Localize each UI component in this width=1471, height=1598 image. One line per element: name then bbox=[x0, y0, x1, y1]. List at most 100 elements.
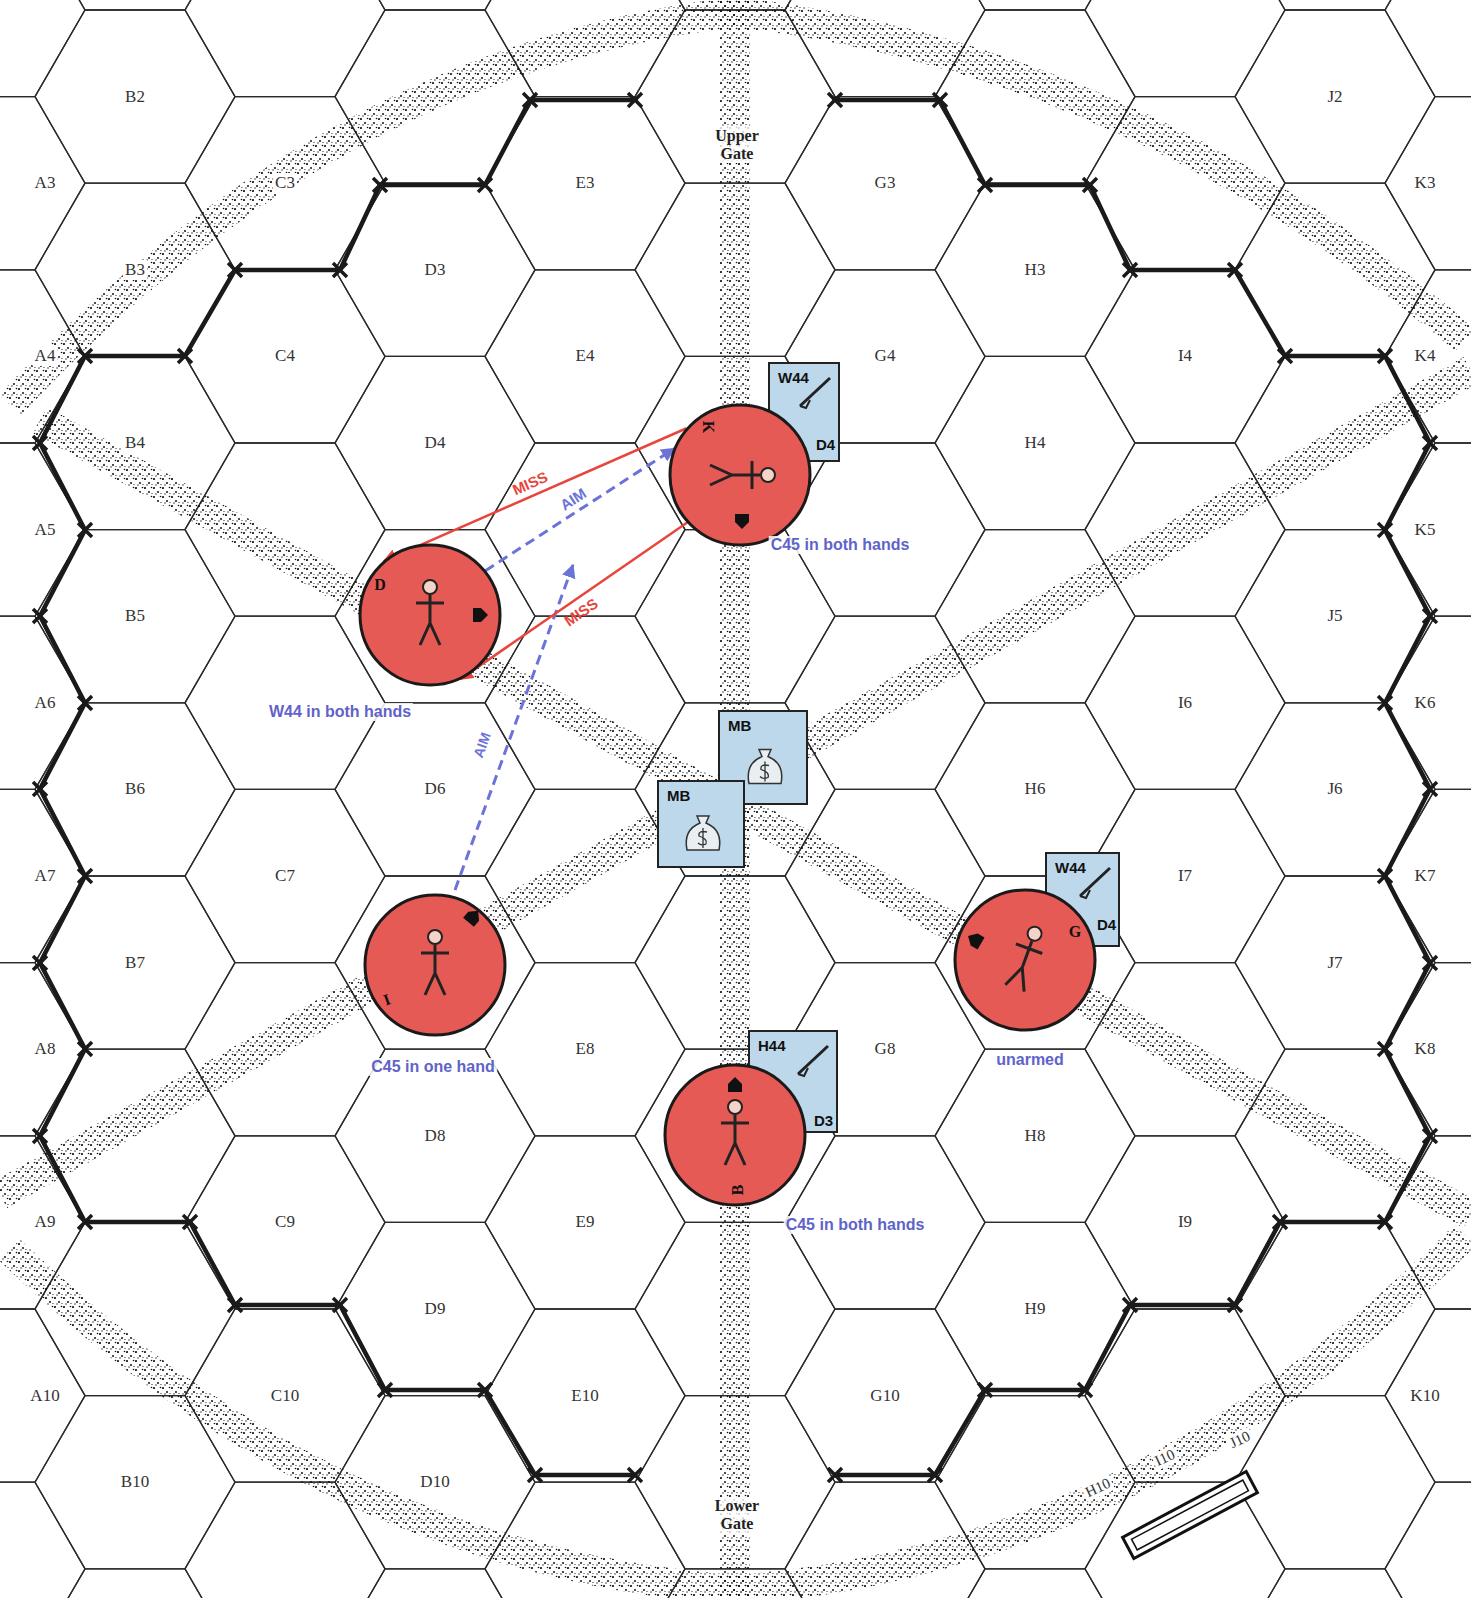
hex-number: D10 bbox=[418, 1472, 451, 1492]
hex-cell bbox=[35, 10, 235, 183]
hex-cell bbox=[1235, 0, 1435, 10]
wall-post bbox=[333, 1298, 347, 1312]
wall-post bbox=[33, 436, 47, 450]
hex-cell bbox=[785, 97, 985, 270]
counter-letter: B bbox=[729, 1185, 747, 1196]
hex-cell bbox=[1235, 10, 1435, 183]
shot-label: MISS bbox=[561, 594, 601, 629]
hex-number: D4 bbox=[423, 433, 448, 453]
wall-post bbox=[78, 523, 92, 537]
hex-number: J2 bbox=[1325, 87, 1344, 107]
road bbox=[735, 12, 1465, 340]
hex-cell bbox=[485, 270, 685, 443]
wall-post bbox=[373, 178, 387, 192]
hex-cell bbox=[935, 1569, 1135, 1598]
hex-cell bbox=[485, 443, 685, 616]
wall-post bbox=[1273, 1215, 1287, 1229]
shot-line bbox=[384, 428, 687, 561]
counter-outline bbox=[365, 895, 505, 1035]
wall-post bbox=[33, 956, 47, 970]
wall bbox=[40, 100, 635, 1475]
building bbox=[1123, 1472, 1258, 1559]
hex-cell bbox=[335, 0, 535, 10]
hex-number: B3 bbox=[123, 260, 147, 280]
hex-number: B2 bbox=[123, 87, 147, 107]
hex-cell bbox=[1385, 1482, 1471, 1598]
hex-number: J5 bbox=[1325, 606, 1344, 626]
hex-cell bbox=[335, 1049, 535, 1222]
hex-cell bbox=[335, 356, 535, 529]
hex-number: K8 bbox=[1413, 1039, 1438, 1059]
facing-arrow bbox=[728, 1077, 742, 1092]
item-chit: MB bbox=[657, 780, 745, 868]
hex-cell bbox=[35, 876, 235, 1049]
wall-post bbox=[1123, 263, 1137, 277]
hex-cell bbox=[785, 1309, 985, 1482]
hex-cell bbox=[185, 270, 385, 443]
hex-cell bbox=[0, 443, 85, 616]
gunfighter-counter: DW44 in both hands bbox=[358, 543, 502, 687]
hex-cell bbox=[485, 97, 685, 270]
hex-cell bbox=[1235, 1396, 1435, 1569]
wall-post bbox=[1423, 956, 1437, 970]
wall-post bbox=[828, 93, 842, 107]
hex-cell bbox=[1385, 443, 1471, 616]
hex-cell bbox=[485, 1136, 685, 1309]
hex-number: B7 bbox=[123, 953, 147, 973]
wall-post bbox=[33, 782, 47, 796]
hex-number: D3 bbox=[423, 260, 448, 280]
hex-number: H6 bbox=[1023, 779, 1048, 799]
gunfighter-counter: Gunarmed bbox=[953, 888, 1097, 1032]
hex-number: H8 bbox=[1023, 1126, 1048, 1146]
gate-label: Upper Gate bbox=[706, 127, 768, 163]
hex-number: A3 bbox=[33, 173, 58, 193]
hex-cell bbox=[35, 1569, 235, 1598]
road bbox=[735, 1235, 1465, 1590]
hex-cell bbox=[35, 0, 235, 10]
hex-cell bbox=[485, 1309, 685, 1482]
gunfighter-counter: BC45 in both hands bbox=[663, 1063, 807, 1207]
wall-post bbox=[33, 1129, 47, 1143]
wall-post bbox=[978, 1383, 992, 1397]
hex-number: H4 bbox=[1023, 433, 1048, 453]
hex-cell bbox=[1235, 530, 1435, 703]
hex-number: A9 bbox=[33, 1212, 58, 1232]
hex-number: A6 bbox=[33, 693, 58, 713]
chit-code: W44 bbox=[778, 369, 809, 386]
hex-number: D8 bbox=[423, 1126, 448, 1146]
chit-value: D4 bbox=[1097, 916, 1116, 933]
road bbox=[10, 12, 735, 405]
gunfighter-figure bbox=[710, 461, 775, 489]
wall-post bbox=[378, 1383, 392, 1397]
gunfighter-figure bbox=[1002, 922, 1051, 993]
wall-post bbox=[1378, 1215, 1392, 1229]
fort-walls bbox=[33, 93, 1437, 1482]
hex-cell bbox=[185, 1136, 385, 1309]
wall-post bbox=[478, 1383, 492, 1397]
chit-code: MB bbox=[667, 787, 690, 804]
wall-post bbox=[523, 93, 537, 107]
wall bbox=[835, 100, 1430, 1475]
counter-disc bbox=[358, 543, 502, 687]
facing-arrow bbox=[965, 930, 985, 950]
hex-cell bbox=[0, 1482, 85, 1598]
hex-number: K3 bbox=[1413, 173, 1438, 193]
hex-number: E8 bbox=[574, 1039, 597, 1059]
hex-cell bbox=[1385, 97, 1471, 270]
gunfighter-figure bbox=[416, 580, 444, 645]
road bbox=[10, 1250, 735, 1590]
counter-disc bbox=[953, 888, 1097, 1032]
gunfighter-figure bbox=[721, 1100, 749, 1165]
wall-post bbox=[1078, 1383, 1092, 1397]
wall-post bbox=[178, 349, 192, 363]
hex-cell bbox=[935, 1222, 1135, 1395]
hex-cell bbox=[935, 703, 1135, 876]
hex-number: B6 bbox=[123, 779, 147, 799]
wall-post bbox=[228, 1298, 242, 1312]
hex-number: C9 bbox=[273, 1212, 297, 1232]
hex-cell bbox=[635, 1049, 835, 1222]
hex-cell bbox=[485, 963, 685, 1136]
hex-cell bbox=[935, 356, 1135, 529]
hex-number: J7 bbox=[1325, 953, 1344, 973]
